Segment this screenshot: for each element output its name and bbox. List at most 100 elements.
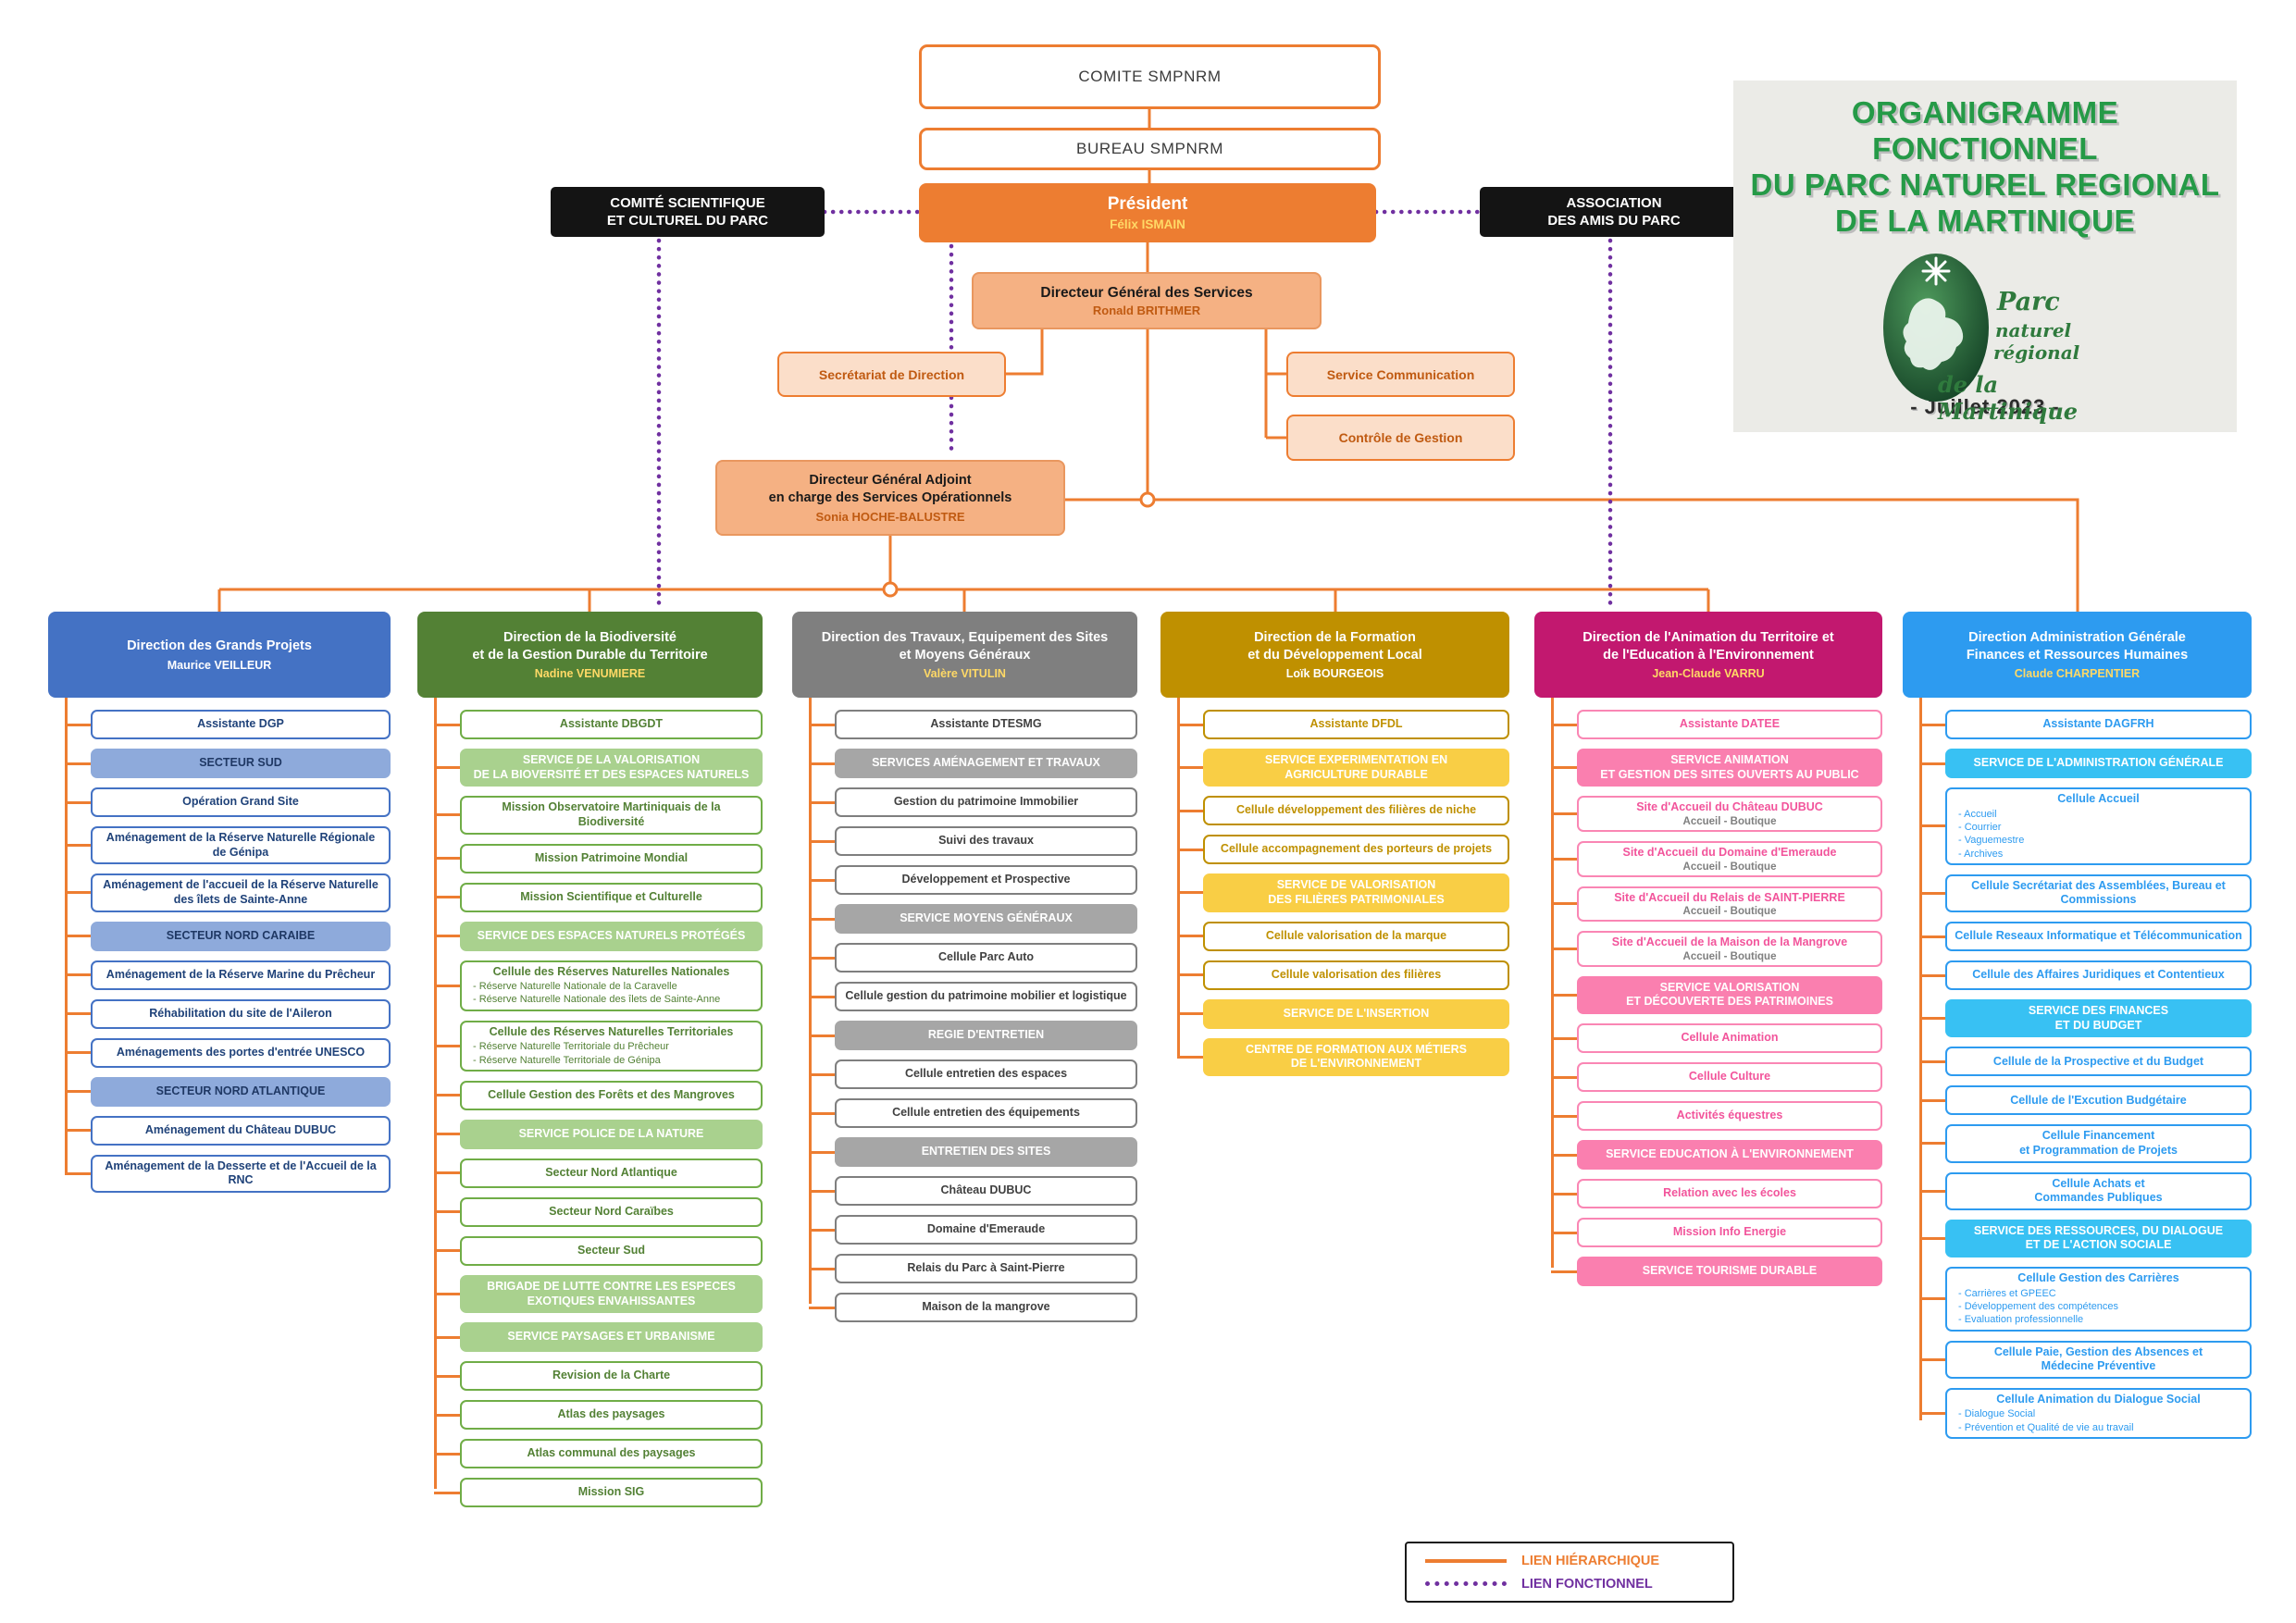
dagfrh-service-header-0: SERVICE DE L'ADMINISTRATION GÉNÉRALE (1919, 749, 2252, 778)
dbgdt-cell-3-label: Mission Scientifique et Culturelle (520, 889, 702, 903)
dbgdt-cell-15-label: Atlas des paysages (557, 1407, 665, 1421)
dbgdt-cell-7: Cellule Gestion des Forêts et des Mangro… (434, 1080, 763, 1110)
datee-cell-4: Site d'Accueil de la Maison de la Mangro… (1551, 931, 1882, 967)
direction-column-dagfrh: Direction Administration Générale Financ… (1903, 612, 2252, 1440)
dtesmg-cell-14: Maison de la mangrove (809, 1293, 1137, 1322)
logo-word-parc: Parc (1997, 287, 2060, 316)
dbgdt-cell-17-label: Mission SIG (577, 1485, 645, 1499)
dbgdt-service-header-8-label: SERVICE POLICE DE LA NATURE (518, 1127, 704, 1141)
dgp-cell-3: Aménagement de l'accueil de la Réserve N… (65, 873, 391, 912)
dfdl-service-header-6-label: SERVICE DE L'INSERTION (1283, 1006, 1430, 1020)
functional-line-label: LIEN FONCTIONNEL (1521, 1576, 1653, 1592)
datee-cell-8: Activités équestres (1551, 1101, 1882, 1131)
dtesmg-title: Direction des Travaux, Equipement des Si… (821, 629, 1109, 663)
dtesmg-cell-11: Château DUBUC (809, 1176, 1137, 1206)
dgp-cell-1-label: Opération Grand Site (182, 795, 299, 809)
legend-box: LIEN HIÉRARCHIQUE LIEN FONCTIONNEL (1405, 1542, 1734, 1603)
datee-service-header-9: SERVICE EDUCATION À L'ENVIRONNEMENT (1551, 1140, 1882, 1170)
dagfrh-cell-12: Cellule Paie, Gestion des Absences et Mé… (1919, 1340, 2252, 1379)
dagfrh-cell-3: Cellule Reseaux Informatique et Télécomm… (1919, 922, 2252, 952)
dfdl-assistant-box: Assistante DFDL (1177, 710, 1509, 739)
datee-cell-8-label: Activités équestres (1676, 1109, 1783, 1122)
dgp-cell-3-label: Aménagement de l'accueil de la Réserve N… (103, 878, 379, 906)
dtesmg-cell-13-label: Relais du Parc à Saint-Pierre (907, 1261, 1065, 1275)
dbgdt-cell-14-label: Revision de la Charte (552, 1369, 671, 1382)
dtesmg-cell-1: Gestion du patrimoine Immobilier (809, 787, 1137, 817)
dfdl-cell-2: Cellule accompagnement des porteurs de p… (1177, 835, 1509, 865)
datee-cell-10-label: Relation avec les écoles (1663, 1186, 1796, 1200)
page-title: ORGANIGRAMME FONCTIONNEL DU PARC NATUREL… (1750, 95, 2220, 238)
dagfrh-cell-13-detail-line: - Dialogue Social (1958, 1408, 2036, 1420)
dtesmg-header: Direction des Travaux, Equipement des Si… (792, 612, 1137, 698)
dagfrh-cell-13: Cellule Animation du Dialogue Social- Di… (1919, 1387, 2252, 1440)
datee-assistant-label: Assistante DATEE (1679, 717, 1781, 731)
dbgdt-cell-1: Mission Observatoire Martiniquais de la … (434, 796, 763, 835)
dfdl-service-header-3: SERVICE DE VALORISATION DES FILIÈRES PAT… (1177, 873, 1509, 912)
dgp-director-name: Maurice VEILLEUR (167, 658, 272, 672)
dgp-cell-2-label: Aménagement de la Réserve Naturelle Régi… (105, 831, 376, 859)
dbgdt-cell-5-detail-line: - Réserve Naturelle Nationale des îlets … (473, 994, 721, 1006)
dgp-service-header-4: SECTEUR NORD CARAIBE (65, 921, 391, 951)
datee-cell-1-note: Accueil - Boutique (1682, 815, 1777, 827)
service-communication-box: Service Communication (1286, 352, 1515, 397)
datee-service-header-5: SERVICE VALORISATION ET DÉCOUVERTE DES P… (1551, 975, 1882, 1014)
dagfrh-cell-8-label: Cellule Financement et Programmation de … (2019, 1129, 2178, 1157)
dgp-cell-7: Aménagements des portes d'entrée UNESCO (65, 1037, 391, 1068)
comite-smpnrm-label: COMITE SMPNRM (1078, 68, 1222, 85)
dbgdt-cell-6-details: - Réserve Naturelle Territoriale du Prêc… (469, 1040, 753, 1067)
dbgdt-header: Direction de la Biodiversité et de la Ge… (417, 612, 763, 698)
dagfrh-cell-1-label: Cellule Accueil (2057, 792, 2140, 805)
dtesmg-assistant-label: Assistante DTESMG (930, 717, 1042, 731)
dtesmg-cell-8-label: Cellule entretien des espaces (904, 1067, 1068, 1081)
dfdl-service-header-0: SERVICE EXPERIMENTATION EN AGRICULTURE D… (1177, 749, 1509, 787)
datee-cell-4-label: Site d'Accueil de la Maison de la Mangro… (1611, 935, 1848, 949)
datee-cell-2-note: Accueil - Boutique (1682, 861, 1777, 873)
dfdl-service-header-3-label: SERVICE DE VALORISATION DES FILIÈRES PAT… (1268, 878, 1445, 906)
president-title: Président (1107, 194, 1188, 214)
datee-service-header-0-label: SERVICE ANIMATION ET GESTION DES SITES O… (1600, 753, 1859, 781)
dagfrh-cell-11-details: - Carrières et GPEEC- Développement des … (1955, 1287, 2242, 1327)
dgs-name: Ronald BRITHMER (1092, 303, 1201, 317)
dgp-cell-10-label: Aménagement de la Desserte et de l'Accue… (105, 1158, 377, 1187)
association-amis-box: ASSOCIATION DES AMIS DU PARC (1480, 187, 1748, 237)
dbgdt-cell-15: Atlas des paysages (434, 1400, 763, 1431)
datee-cell-1-label: Site d'Accueil du Château DUBUC (1636, 800, 1823, 814)
datee-cell-7: Cellule Culture (1551, 1062, 1882, 1092)
dbgdt-service-header-0: SERVICE DE LA VALORISATION DE LA BIOVERS… (434, 749, 763, 787)
datee-service-header-12: SERVICE TOURISME DURABLE (1551, 1257, 1882, 1286)
dbgdt-service-header-0-label: SERVICE DE LA VALORISATION DE LA BIOVERS… (473, 753, 750, 781)
dgs-title: Directeur Général des Services (1040, 284, 1253, 301)
president-name: Félix ISMAIN (1110, 217, 1185, 231)
dgp-cell-10: Aménagement de la Desserte et de l'Accue… (65, 1154, 391, 1193)
dbgdt-cell-5-label: Cellule des Réserves Naturelles National… (492, 964, 730, 978)
dbgdt-service-header-4: SERVICE DES ESPACES NATURELS PROTÉGÉS (434, 921, 763, 951)
dbgdt-cell-17: Mission SIG (434, 1478, 763, 1508)
dagfrh-cell-7: Cellule de l'Excution Budgétaire (1919, 1085, 2252, 1116)
dbgdt-cell-6-detail-line: - Réserve Naturelle Territoriale de Géni… (473, 1054, 661, 1066)
dagfrh-assistant-label: Assistante DAGFRH (2042, 717, 2154, 731)
dfdl-service-header-7: CENTRE DE FORMATION AUX MÉTIERS DE L'ENV… (1177, 1037, 1509, 1076)
bureau-smpnrm-label: BUREAU SMPNRM (1076, 140, 1223, 157)
dbgdt-service-header-13-label: SERVICE PAYSAGES ET URBANISME (507, 1330, 715, 1344)
dbgdt-cell-1-label: Mission Observatoire Martiniquais de la … (502, 800, 721, 828)
dagfrh-cell-6: Cellule de la Prospective et du Budget (1919, 1047, 2252, 1077)
dagfrh-cell-1-detail-line: - Archives (1958, 848, 2004, 860)
dgp-cell-5: Aménagement de la Réserve Marine du Prêc… (65, 960, 391, 990)
dgp-cell-1: Opération Grand Site (65, 787, 391, 817)
dtesmg-cell-6-label: Cellule gestion du patrimoine mobilier e… (845, 989, 1127, 1003)
dtesmg-cell-3: Développement et Prospective (809, 865, 1137, 895)
dbgdt-service-header-4-label: SERVICE DES ESPACES NATURELS PROTÉGÉS (477, 928, 746, 942)
dgp-cell-9-label: Aménagement du Château DUBUC (144, 1122, 337, 1136)
dgp-cell-6-label: Réhabilitation du site de l'Aileron (149, 1006, 332, 1020)
dtesmg-cell-14-label: Maison de la mangrove (922, 1300, 1050, 1314)
comite-scientifique-box: COMITÉ SCIENTIFIQUE ET CULTUREL DU PARC (551, 187, 825, 237)
dtesmg-cell-5-label: Cellule Parc Auto (937, 950, 1035, 964)
martinique-map-shape (1903, 298, 1964, 370)
dgp-cell-5-label: Aménagement de la Réserve Marine du Prêc… (105, 967, 376, 981)
dtesmg-cell-5: Cellule Parc Auto (809, 943, 1137, 973)
dfdl-title: Direction de la Formation et du Développ… (1247, 629, 1422, 663)
dgp-service-header-8-label: SECTEUR NORD ATLANTIQUE (155, 1084, 326, 1097)
